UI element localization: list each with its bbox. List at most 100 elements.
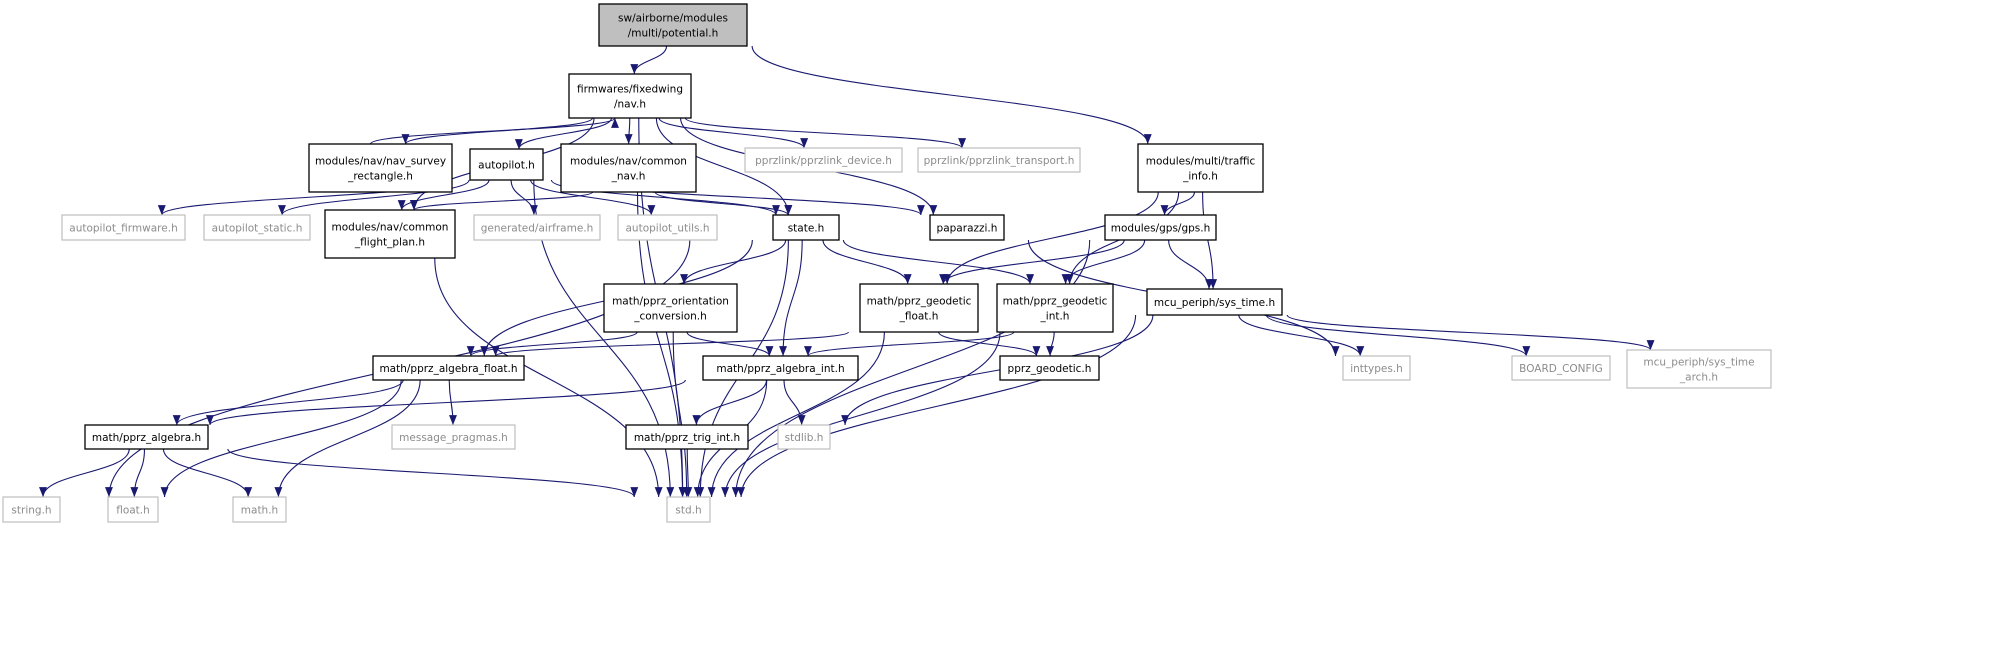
node-box (617, 214, 718, 241)
node-traffic-info[interactable]: modules/multi/traffic_info.h (1137, 143, 1264, 193)
node-board-config: BOARD_CONFIG (1511, 355, 1611, 381)
node-label: math/pprz_algebra.h (92, 432, 201, 444)
edge-traffic_info-to-geodetic_float (943, 191, 1159, 285)
edge-gps-to-geodetic_float (939, 239, 1125, 285)
node-nav-survey[interactable]: modules/nav/nav_survey_rectangle.h (308, 143, 453, 193)
node-label: mcu_periph/sys_time (1643, 357, 1754, 369)
node-nav[interactable]: firmwares/fixedwing/nav.h (568, 73, 692, 119)
node-label: math/pprz_geodetic (1003, 296, 1108, 308)
node-pprz-geodetic[interactable]: pprz_geodetic.h (999, 355, 1100, 381)
node-box (1626, 349, 1772, 389)
edge-autopilot-to-airframe (510, 179, 538, 216)
edge-algebra_float-to-algebra (172, 379, 404, 426)
node-label: /nav.h (614, 99, 646, 111)
node-stdlib: stdlib.h (777, 424, 831, 450)
node-label: mcu_periph/sys_time.h (1154, 297, 1275, 309)
node-algebra-float[interactable]: math/pprz_algebra_float.h (372, 355, 525, 381)
node-label: inttypes.h (1350, 363, 1403, 375)
edge-algebra_int-to-algebra (206, 379, 686, 426)
node-float: float.h (107, 496, 159, 523)
node-algebra[interactable]: math/pprz_algebra.h (84, 424, 209, 450)
node-math: math.h (232, 496, 287, 523)
node-box (372, 355, 525, 381)
edge-autopilot-to-autopilot_static (278, 179, 470, 216)
node-box (232, 496, 287, 523)
node-sys-time[interactable]: mcu_periph/sys_time.h (1146, 288, 1283, 316)
edge-geodetic_int-to-std (721, 331, 1001, 498)
node-box (324, 209, 456, 259)
node-label: math.h (241, 505, 278, 517)
node-label: autopilot_firmware.h (69, 223, 177, 235)
node-potential[interactable]: sw/airborne/modules/multi/potential.h (598, 3, 748, 47)
node-label: _int.h (1040, 311, 1070, 323)
edges-layer (39, 45, 1655, 498)
node-label: _nav.h (611, 171, 646, 183)
edge-sys_time-to-board_config (1265, 314, 1531, 357)
node-box (1137, 143, 1264, 193)
node-box (859, 283, 979, 333)
node-label: float.h (116, 505, 150, 517)
node-box (999, 355, 1100, 381)
node-geodetic-int[interactable]: math/pprz_geodetic _int.h (996, 283, 1114, 333)
node-geodetic-float[interactable]: math/pprz_geodetic_float.h (859, 283, 979, 333)
edge-nav-to-pprzlink_transport (684, 117, 966, 149)
node-box (568, 73, 692, 119)
node-message-pragmas: message_pragmas.h (391, 424, 516, 450)
node-label: pprz_geodetic.h (1008, 363, 1092, 375)
node-label: pprzlink/pprzlink_device.h (755, 155, 892, 167)
node-label: modules/gps/gps.h (1111, 223, 1211, 235)
edge-algebra_float-to-math (274, 379, 421, 498)
node-label: sw/airborne/modules (618, 13, 728, 25)
node-trig-int[interactable]: math/pprz_trig_int.h (625, 424, 749, 450)
edge-nav-to-pprzlink_device (658, 117, 809, 149)
node-box (61, 214, 186, 241)
node-label: math/pprz_orientation (612, 296, 729, 308)
edge-algebra_int-to-trig_int (692, 379, 768, 426)
edge-trig_int-to-std (684, 448, 693, 498)
node-airframe: generated/airframe.h (473, 214, 601, 241)
edge-algebra-to-std (227, 448, 639, 498)
node-gps[interactable]: modules/gps/gps.h (1104, 214, 1217, 241)
edge-common_nav-to-state (654, 191, 793, 216)
node-pprzlink-device: pprzlink/pprzlink_device.h (744, 147, 903, 173)
node-paparazzi[interactable]: paparazzi.h (929, 214, 1005, 241)
node-box (1342, 355, 1411, 381)
node-label: modules/multi/traffic (1146, 156, 1256, 168)
node-box (1146, 288, 1283, 316)
node-orientation[interactable]: math/pprz_orientation _conversion.h (603, 283, 738, 333)
edge-geodetic_int-to-algebra_int (804, 331, 1015, 357)
node-box (603, 283, 738, 333)
node-box (917, 147, 1081, 173)
edge-potential-to-nav (630, 45, 668, 75)
node-common-flight-plan[interactable]: modules/nav/common_flight_plan.h (324, 209, 456, 259)
edge-sys_time-to-inttypes (1238, 314, 1365, 357)
node-box (929, 214, 1005, 241)
edge-geodetic_int-to-pprz_geodetic (1046, 331, 1055, 357)
node-autopilot-static: autopilot_static.h (203, 214, 311, 241)
node-box (777, 424, 831, 450)
node-label: math/pprz_algebra_float.h (379, 363, 517, 375)
node-label: _arch.h (1679, 372, 1718, 384)
node-label: _conversion.h (633, 311, 707, 323)
edge-orientation-to-algebra_int (686, 331, 774, 357)
node-label: _flight_plan.h (354, 237, 425, 249)
edge-autopilot-to-common_flight_plan (397, 179, 490, 211)
node-box (598, 3, 748, 47)
node-autopilot[interactable]: autopilot.h (469, 148, 544, 181)
edge-nav_survey-to-nav (369, 117, 619, 145)
edge-gps-to-sys_time (1168, 239, 1214, 290)
edge-algebra_int-to-stdlib (783, 379, 806, 426)
node-box (391, 424, 516, 450)
node-algebra-int[interactable]: math/pprz_algebra_int.h (702, 355, 859, 381)
node-common-nav[interactable]: modules/nav/common_nav.h (560, 143, 697, 193)
node-label: autopilot_utils.h (626, 223, 710, 235)
node-label: stdlib.h (785, 432, 824, 444)
node-box (625, 424, 749, 450)
node-autopilot-utils: autopilot_utils.h (617, 214, 718, 241)
node-box (473, 214, 601, 241)
edge-orientation-to-algebra_float (466, 331, 638, 357)
node-state[interactable]: state.h (772, 214, 840, 241)
nodes-layer: sw/airborne/modules/multi/potential.h fir… (2, 3, 1772, 523)
edge-algebra_float-to-float (160, 379, 402, 498)
